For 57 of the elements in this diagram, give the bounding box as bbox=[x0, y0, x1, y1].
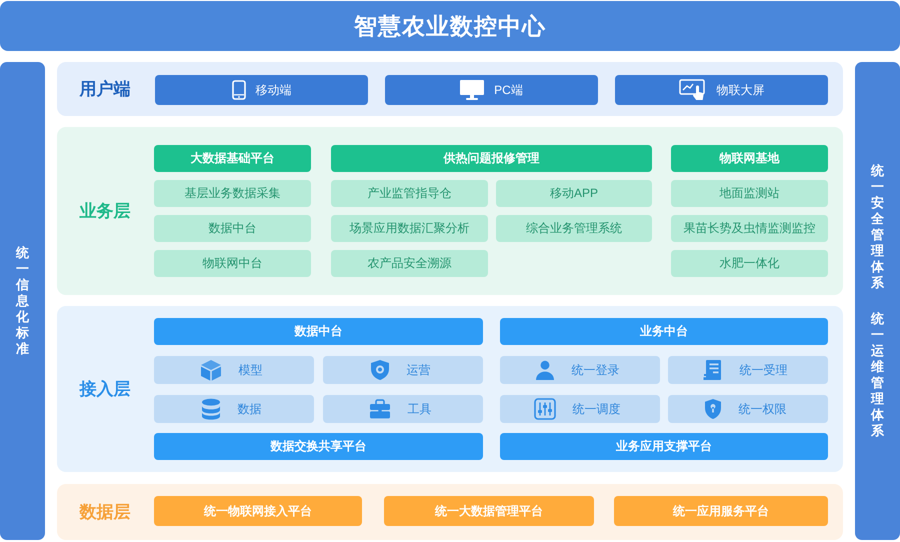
layer-heading: 接入层 bbox=[80, 378, 130, 400]
tile-label: 移动端 bbox=[256, 82, 292, 98]
platform-header: 数据中台 bbox=[154, 318, 483, 345]
platform-header: 数据交换共享平台 bbox=[154, 433, 483, 460]
platform-header: 业务中台 bbox=[500, 318, 828, 345]
tile-label: 物联大屏 bbox=[716, 82, 764, 98]
service-tile bbox=[500, 356, 660, 384]
layer-heading: 业务层 bbox=[80, 200, 130, 222]
module-tile: 地面监测站 bbox=[671, 180, 828, 207]
vertical-label: 统一信息化标准 bbox=[16, 245, 30, 357]
service-tile bbox=[154, 395, 314, 423]
platform-tile: 统一物联网接入平台 bbox=[154, 496, 362, 526]
platform-header: 物联网基地 bbox=[671, 145, 828, 172]
client-tile bbox=[385, 75, 598, 105]
layer-panel bbox=[57, 484, 843, 540]
vertical-label: 统一安全管理体系 bbox=[870, 163, 884, 291]
platform-tile: 统一应用服务平台 bbox=[614, 496, 828, 526]
service-tile bbox=[668, 356, 828, 384]
module-tile: 产业监管指导仓 bbox=[331, 180, 488, 207]
layer-heading: 用户端 bbox=[80, 78, 130, 100]
client-tile bbox=[155, 75, 368, 105]
title-banner: 智慧农业数控中心 bbox=[0, 1, 900, 51]
tile-label: 运营 bbox=[406, 362, 430, 378]
module-tile: 场景应用数据汇聚分析 bbox=[331, 215, 488, 242]
service-tile bbox=[668, 395, 828, 423]
layer-panel bbox=[57, 306, 843, 472]
layer-panel bbox=[57, 62, 843, 116]
tile-label: 工具 bbox=[408, 400, 432, 418]
tile-label: 统一登录 bbox=[572, 362, 620, 378]
layer-panel bbox=[57, 127, 843, 295]
module-tile: 综合业务管理系统 bbox=[496, 215, 652, 242]
module-tile: 水肥一体化 bbox=[671, 250, 828, 277]
tile-label: 数据 bbox=[238, 400, 262, 418]
service-tile bbox=[500, 395, 660, 423]
vertical-label: 统一运维管理体系 bbox=[870, 311, 884, 439]
layer-heading: 数据层 bbox=[80, 502, 130, 524]
tile-label: PC端 bbox=[494, 82, 523, 98]
module-tile: 数据中台 bbox=[154, 215, 311, 242]
platform-header: 业务应用支撑平台 bbox=[500, 433, 828, 460]
module-tile: 物联网中台 bbox=[154, 250, 311, 277]
service-tile bbox=[154, 356, 314, 384]
module-tile: 移动APP bbox=[496, 180, 652, 207]
tile-label: 统一权限 bbox=[738, 400, 786, 418]
module-tile: 基层业务数据采集 bbox=[154, 180, 311, 207]
tile-label: 统一受理 bbox=[740, 362, 788, 378]
side-bar bbox=[0, 62, 45, 540]
tile-label: 模型 bbox=[238, 362, 262, 378]
module-tile: 农产品安全溯源 bbox=[331, 250, 488, 277]
client-tile bbox=[615, 75, 828, 105]
platform-header: 大数据基础平台 bbox=[154, 145, 311, 172]
side-bar bbox=[855, 62, 900, 540]
platform-tile: 统一大数据管理平台 bbox=[384, 496, 594, 526]
service-tile bbox=[323, 395, 483, 423]
tile-label: 统一调度 bbox=[572, 400, 620, 418]
module-tile: 果苗长势及虫情监测监控 bbox=[671, 215, 828, 242]
service-tile bbox=[323, 356, 483, 384]
platform-header: 供热问题报修管理 bbox=[331, 145, 652, 172]
